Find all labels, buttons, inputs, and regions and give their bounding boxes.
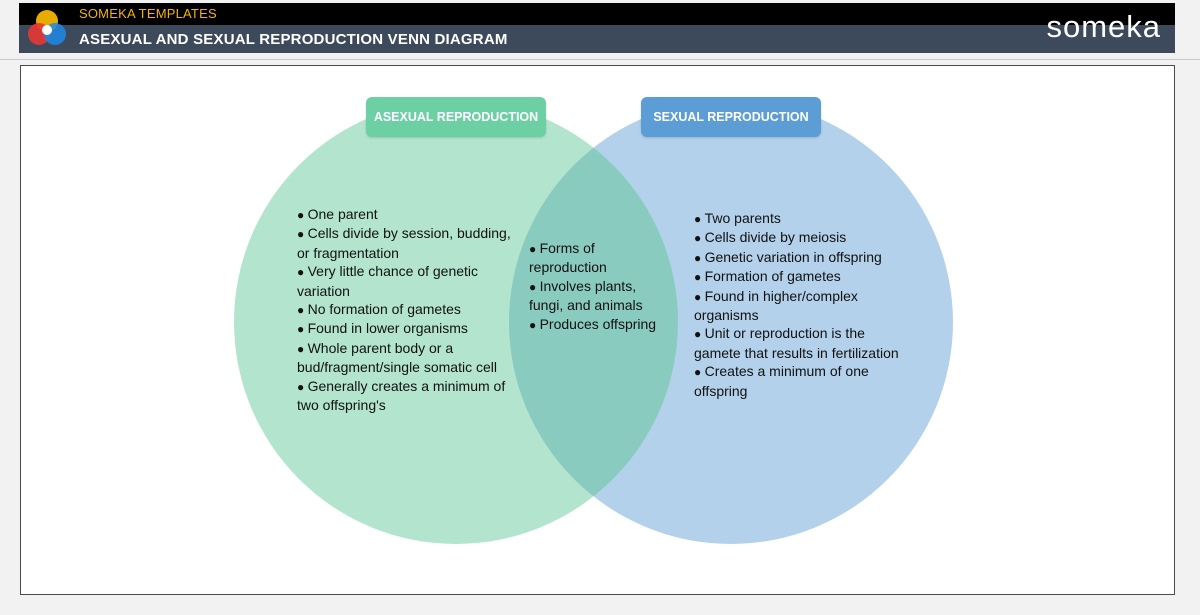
list-item: Forms of reproduction: [529, 239, 657, 277]
divider: [0, 59, 1200, 60]
venn-overlap: [509, 100, 678, 544]
list-item: No formation of gametes: [297, 300, 512, 319]
list-item: Genetic variation in offspring: [694, 248, 909, 267]
sexual-traits-list: Two parents Cells divide by meiosis Gene…: [694, 209, 909, 400]
list-item: Generally creates a minimum of two offsp…: [297, 377, 512, 415]
list-item: Found in higher/complex organisms: [694, 287, 909, 325]
brand-label: SOMEKA TEMPLATES: [79, 6, 217, 21]
someka-logo-icon: [28, 10, 66, 45]
list-item: Involves plants, fungi, and animals: [529, 277, 657, 315]
asexual-traits-list: One parent Cells divide by session, budd…: [297, 205, 512, 414]
list-item: Two parents: [694, 209, 909, 228]
list-item: Cells divide by session, budding, or fra…: [297, 224, 512, 262]
sexual-reproduction-label: SEXUAL REPRODUCTION: [641, 97, 821, 137]
list-item: Creates a minimum of one offspring: [694, 362, 909, 400]
asexual-reproduction-label: ASEXUAL REPRODUCTION: [366, 97, 546, 137]
shared-traits-list: Forms of reproduction Involves plants, f…: [529, 239, 657, 334]
header-top-strip: [19, 3, 1175, 25]
list-item: One parent: [297, 205, 512, 224]
list-item: Very little chance of genetic variation: [297, 262, 512, 300]
list-item: Unit or reproduction is the gamete that …: [694, 324, 909, 362]
list-item: Found in lower organisms: [297, 319, 512, 338]
list-item: Produces offspring: [529, 315, 657, 334]
list-item: Formation of gametes: [694, 267, 909, 286]
list-item: Cells divide by meiosis: [694, 228, 909, 247]
header-banner: SOMEKA TEMPLATES ASEXUAL AND SEXUAL REPR…: [19, 3, 1175, 53]
list-item: Whole parent body or a bud/fragment/sing…: [297, 339, 512, 377]
diagram-canvas: ASEXUAL REPRODUCTION SEXUAL REPRODUCTION…: [20, 65, 1175, 595]
someka-wordmark-logo: someka: [1046, 9, 1161, 44]
page-title: ASEXUAL AND SEXUAL REPRODUCTION VENN DIA…: [79, 31, 508, 48]
